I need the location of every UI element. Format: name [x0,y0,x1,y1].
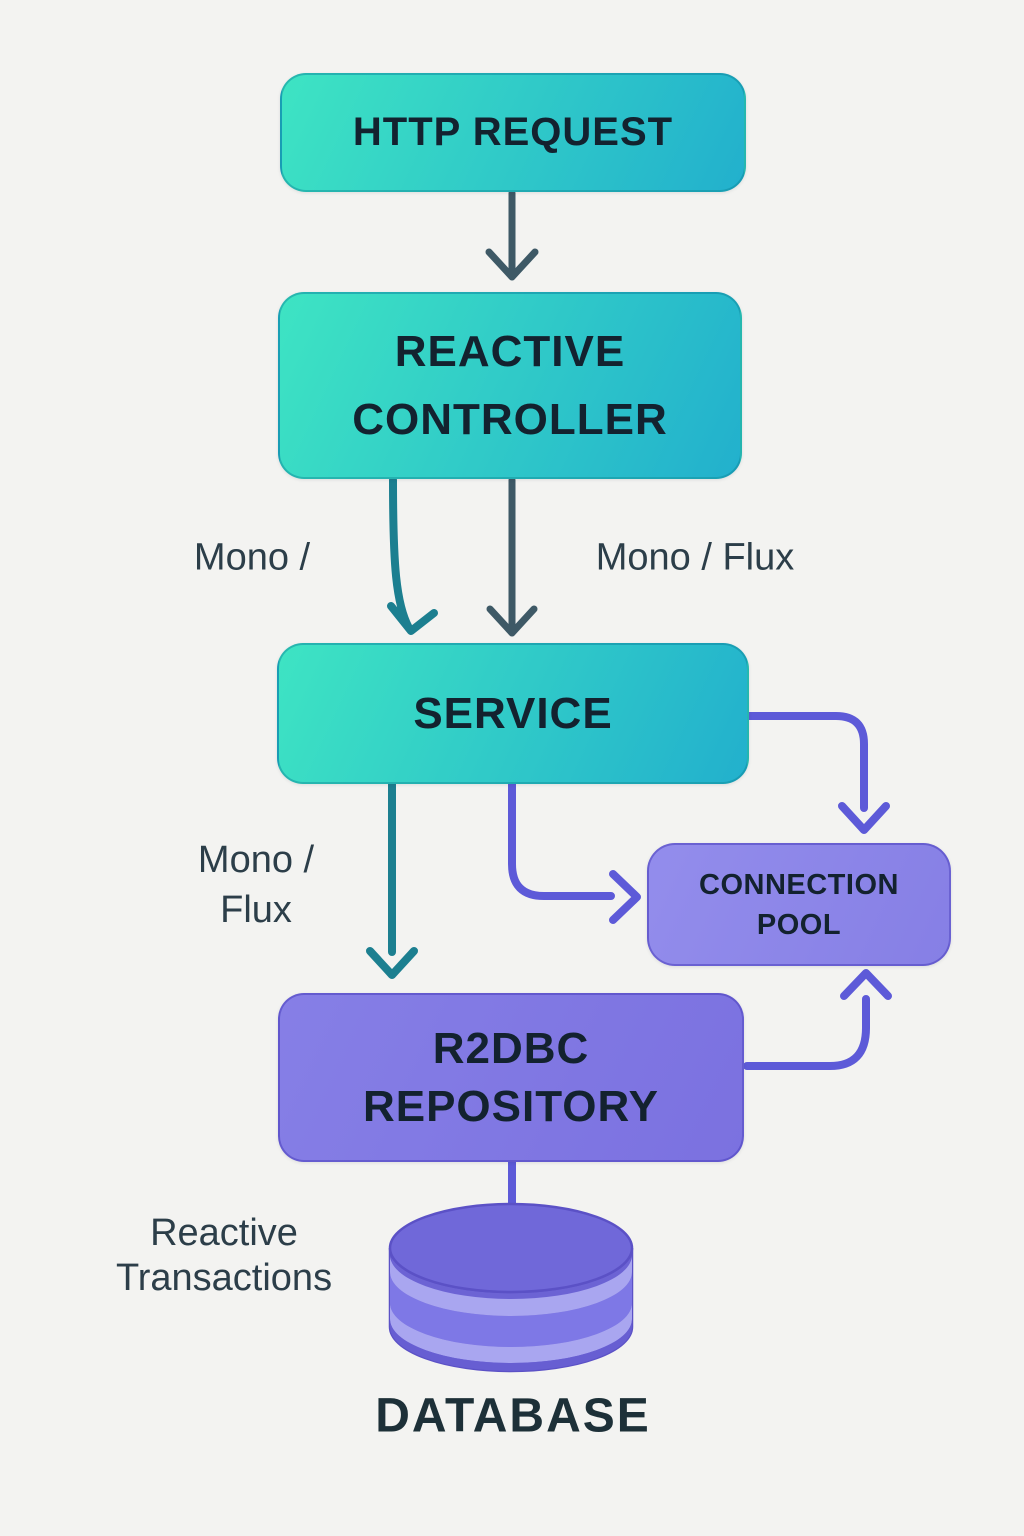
arrow-service-to-pool-top [743,712,890,834]
node-r2dbc-repository: R2DBC REPOSITORY [278,993,744,1162]
node-repository-label-line2: REPOSITORY [362,1081,660,1131]
node-service: SERVICE [277,643,749,784]
edge-label-mono-flux-right: Mono / Flux [595,536,795,579]
node-controller-label-line1: REACTIVE [394,326,626,376]
arrow-repository-to-pool [743,969,892,1070]
node-pool-label-line1: CONNECTION [699,868,899,901]
database-caption: DATABASE [375,1389,651,1443]
arrow-service-to-repository [366,778,418,979]
edge-label-reactive-transactions-line1: Reactive [150,1212,298,1254]
edge-label-mono-flux-left-line1: Mono / [197,839,315,881]
edge-label-reactive-transactions: Reactive Transactions [116,1211,332,1301]
edge-label-reactive-transactions-line2: Transactions [115,1257,333,1299]
node-http-request: HTTP REQUEST [280,73,746,192]
arrow-controller-to-service-right [486,476,538,637]
database-cylinder-icon [388,1202,634,1373]
node-pool-label-line2: POOL [756,908,842,941]
node-http-request-label: HTTP REQUEST [352,110,674,154]
node-controller-label-line2: CONTROLLER [352,394,668,444]
node-reactive-controller: REACTIVE CONTROLLER [278,292,742,479]
node-service-label: SERVICE [413,688,613,738]
node-connection-pool: CONNECTION POOL [647,843,951,966]
arrow-controller-to-service-left [387,476,438,635]
edge-label-mono-flux-left-line2: Flux [220,889,292,931]
arrow-service-to-pool-left [508,778,641,924]
node-repository-label-line1: R2DBC [432,1023,590,1073]
edge-label-mono-flux-left: Mono / Flux [198,835,314,935]
edge-label-mono-left: Mono / [193,536,311,579]
arrow-http-to-controller [485,189,539,281]
